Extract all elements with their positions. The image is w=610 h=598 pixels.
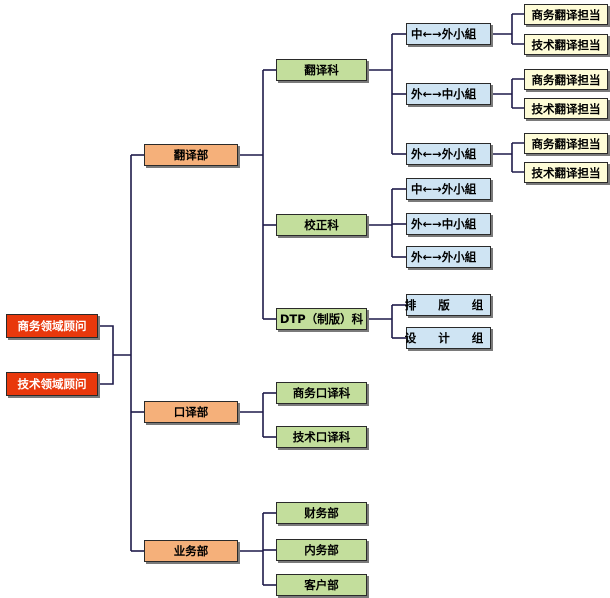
connector (491, 78, 524, 109)
section-internal: 内务部 (276, 539, 367, 561)
section-customer: 客户部 (276, 574, 367, 596)
staff-business-translator: 商务翻译担当 (524, 4, 608, 25)
section-business-interp: 商务口译科 (276, 382, 367, 404)
group-foreign-zh: 外←→中小組 (406, 83, 491, 105)
section-proofreading: 校正科 (276, 214, 367, 236)
connector (98, 325, 114, 385)
connector (491, 142, 524, 173)
advisor-technical: 技术领域顾问 (6, 372, 98, 396)
section-tech-interp: 技术口译科 (276, 426, 367, 448)
group-zh-foreign: 中←→外小組 (406, 23, 491, 45)
staff-tech-translator: 技术翻译担当 (524, 34, 608, 55)
group-foreign-zh: 外←→中小組 (406, 213, 491, 235)
staff-tech-translator: 技术翻译担当 (524, 162, 608, 183)
group-design: 设 计 组 (405, 327, 491, 349)
section-translation: 翻译科 (276, 59, 367, 81)
dept-interpretation: 口译部 (144, 401, 238, 423)
staff-tech-translator: 技术翻译担当 (524, 98, 608, 119)
group-foreign-foreign: 外←→外小組 (406, 143, 491, 165)
staff-business-translator: 商务翻译担当 (524, 133, 608, 154)
group-foreign-foreign: 外←→外小組 (406, 246, 491, 268)
group-zh-foreign: 中←→外小組 (406, 178, 491, 200)
connector (491, 13, 524, 45)
dept-translation: 翻译部 (144, 144, 238, 166)
section-dtp: DTP（制版）科 (276, 308, 367, 330)
group-typesetting: 排 版 组 (405, 294, 491, 316)
section-finance: 财务部 (276, 502, 367, 524)
staff-business-translator: 商务翻译担当 (524, 69, 608, 90)
advisor-business: 商务领域顾问 (6, 314, 98, 338)
dept-business: 业务部 (144, 540, 238, 562)
